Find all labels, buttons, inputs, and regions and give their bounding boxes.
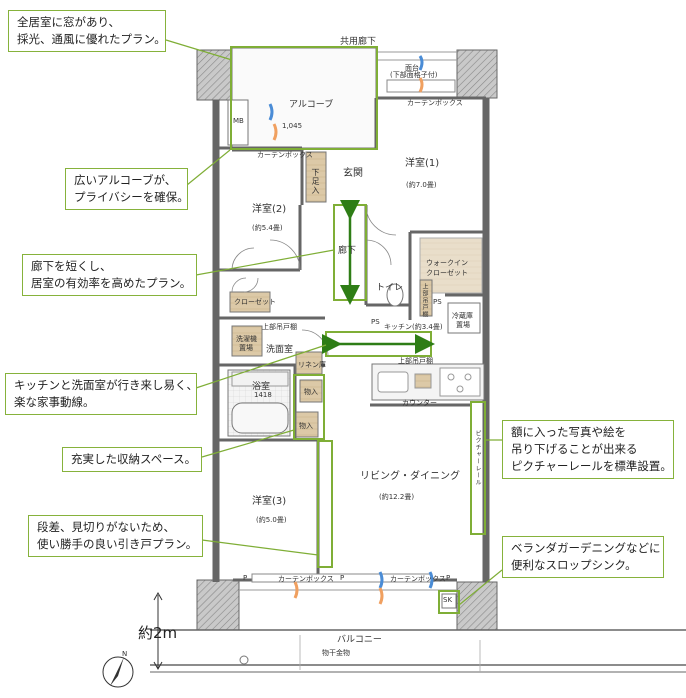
label-handrail: 物干金物	[322, 649, 350, 657]
label-western1: 洋室(1)	[405, 158, 440, 169]
label-closet: クローゼット	[426, 269, 468, 277]
label-sk: SK	[443, 596, 453, 604]
label-bath-size: 1418	[254, 391, 272, 399]
label-western2-size: (約5.4畳)	[252, 224, 283, 232]
label-entrance: 玄関	[343, 168, 363, 179]
label-counter: カウンター	[402, 399, 437, 407]
bathtub	[231, 402, 289, 434]
label-storage-2: 物入	[299, 422, 313, 430]
label-p-2: P	[340, 574, 345, 582]
label-living-size: (約12.2畳)	[379, 493, 415, 501]
label-upper-shelf: 上部吊戸棚	[421, 283, 428, 318]
label-washer: 洗濯機	[236, 335, 257, 343]
label-bathroom: 浴室	[252, 382, 271, 392]
callout-picture-rail: 額に入った写真や絵を 吊り下げることが出来る ピクチャーレールを標準設置。	[502, 420, 674, 479]
label-p-1: P	[243, 574, 248, 582]
column-top-right	[456, 49, 498, 99]
label-corridor: 共用廊下	[340, 37, 377, 47]
column-bottom-left	[196, 579, 240, 631]
label-p-3: P	[446, 574, 451, 582]
label-window-top: 面台	[405, 64, 419, 72]
label-hallway: 廊下	[338, 246, 357, 256]
label-kitchen: キッチン(約3.4畳)	[384, 323, 443, 331]
label-western2: 洋室(2)	[252, 204, 287, 215]
shoe-box	[305, 151, 327, 203]
column-top-left	[196, 49, 234, 101]
callout-alcove: 広いアルコーブが、 プライバシーを確保。	[65, 168, 189, 210]
slop-sink	[441, 593, 457, 609]
callout-windows: 全居室に窓があり、 採光、通風に優れたプラン。	[8, 10, 166, 52]
label-alcove-height: 1,045	[282, 122, 303, 130]
label-balcony: バルコニー	[337, 635, 382, 645]
label-curtain-box-1: カーテンボックス	[257, 151, 313, 159]
label-ps-2: PS	[433, 298, 442, 306]
label-curtain-box-3: カーテンボックス	[278, 575, 334, 583]
label-storage-1: 物入	[304, 388, 318, 396]
label-western1-size: (約7.0畳)	[406, 181, 437, 189]
label-toilet: トイレ	[376, 283, 404, 293]
label-shoe-box: 下足入	[311, 168, 320, 195]
toilet-fixture	[386, 283, 404, 307]
label-window-top2: (下部面格子付)	[390, 71, 438, 79]
label-picture-rail: ピクチャーレール	[474, 430, 481, 486]
label-washroom: 洗面室	[266, 345, 294, 355]
label-alcove: アルコーブ	[289, 100, 334, 110]
label-north: N	[122, 650, 128, 658]
label-mb: MB	[233, 117, 244, 125]
scale-label: 約2m	[138, 624, 178, 642]
label-curtain-box-2: カーテンボックス	[407, 99, 463, 107]
label-linen: リネン庫	[298, 361, 326, 369]
alcove-floor	[231, 47, 377, 149]
callout-sliding: 段差、見切りがないため、 使い勝手の良い引き戸プラン。	[28, 515, 203, 557]
label-fridge: 冷蔵庫	[452, 312, 473, 320]
label-western3: 洋室(3)	[252, 496, 287, 507]
callout-slop-sink: ベランダガーデニングなどに 便利なスロップシンク。	[502, 536, 664, 578]
highlight-boxes	[230, 46, 486, 614]
label-ps-1: PS	[371, 318, 380, 326]
label-closet2: クローゼット	[234, 298, 276, 306]
column-bottom-right	[456, 581, 498, 631]
label-fridge2: 置場	[456, 321, 470, 329]
label-living: リビング・ダイニング	[360, 471, 460, 482]
label-curtain-box-4: カーテンボックス	[390, 575, 446, 583]
callout-hallway: 廊下を短くし、 居室の有効率を高めたプラン。	[22, 254, 197, 296]
compass-icon	[102, 656, 134, 688]
label-upper-shelf2: 上部吊戸棚	[262, 323, 297, 331]
label-upper-shelf3: 上部吊戸棚	[398, 357, 433, 365]
callout-kitchen: キッチンと洗面室が行き来し易く、 楽な家事動線。	[5, 373, 198, 415]
callout-connectors	[165, 39, 503, 606]
label-western3-size: (約5.0畳)	[256, 516, 287, 524]
ventilation-arrows	[268, 55, 434, 605]
callout-storage: 充実した収納スペース。	[62, 447, 202, 472]
label-washer2: 置場	[239, 344, 253, 352]
label-walkin: ウォークイン	[426, 259, 468, 267]
